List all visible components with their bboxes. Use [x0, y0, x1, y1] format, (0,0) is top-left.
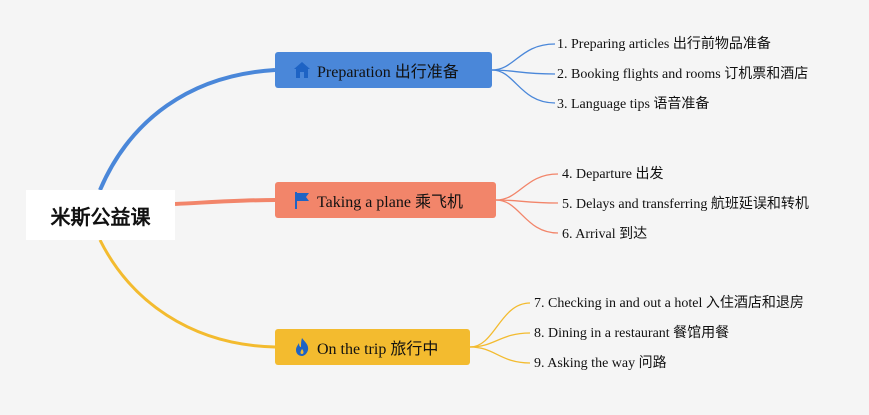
root-to-trip-link [98, 239, 276, 349]
trip-leaf-link [469, 332, 531, 348]
subtopic-departure[interactable]: 4. Departure 出发 [562, 167, 664, 182]
plane-leaf-link [495, 199, 559, 234]
topic-on-trip[interactable]: On the trip 旅行中 [275, 329, 470, 365]
preparation-leaf-link [491, 43, 556, 71]
topic-label: Preparation 出行准备 [317, 64, 459, 81]
trip-leaf-link [469, 346, 531, 364]
subtopic-asking-way[interactable]: 9. Asking the way 问路 [534, 356, 667, 371]
subtopic-delays-transferring[interactable]: 5. Delays and transferring 航班延误和转机 [562, 197, 809, 212]
flame-icon [291, 336, 313, 358]
flag-icon [291, 189, 313, 211]
topic-label: On the trip 旅行中 [317, 341, 439, 358]
subtopic-booking-flights[interactable]: 2. Booking flights and rooms 订机票和酒店 [557, 67, 809, 82]
topic-preparation[interactable]: Preparation 出行准备 [275, 52, 492, 88]
subtopic-preparing-articles[interactable]: 1. Preparing articles 出行前物品准备 [557, 37, 771, 52]
subtopic-arrival[interactable]: 6. Arrival 到达 [562, 227, 648, 242]
root-to-preparation-link [98, 68, 276, 191]
preparation-leaf-link [491, 69, 556, 104]
root-topic[interactable]: 米斯公益课 [26, 190, 175, 240]
trip-leaf-link [469, 302, 531, 348]
plane-leaf-link [495, 173, 559, 201]
root-to-plane-link [174, 198, 276, 206]
topic-label: Taking a plane 乘飞机 [317, 194, 463, 211]
subtopic-dining[interactable]: 8. Dining in a restaurant 餐馆用餐 [534, 326, 730, 341]
subtopic-hotel-checkin[interactable]: 7. Checking in and out a hotel 入住酒店和退房 [534, 296, 804, 311]
house-icon [291, 59, 313, 81]
preparation-leaf-link [491, 69, 556, 75]
subtopic-language-tips[interactable]: 3. Language tips 语音准备 [557, 97, 710, 112]
topic-taking-plane[interactable]: Taking a plane 乘飞机 [275, 182, 496, 218]
